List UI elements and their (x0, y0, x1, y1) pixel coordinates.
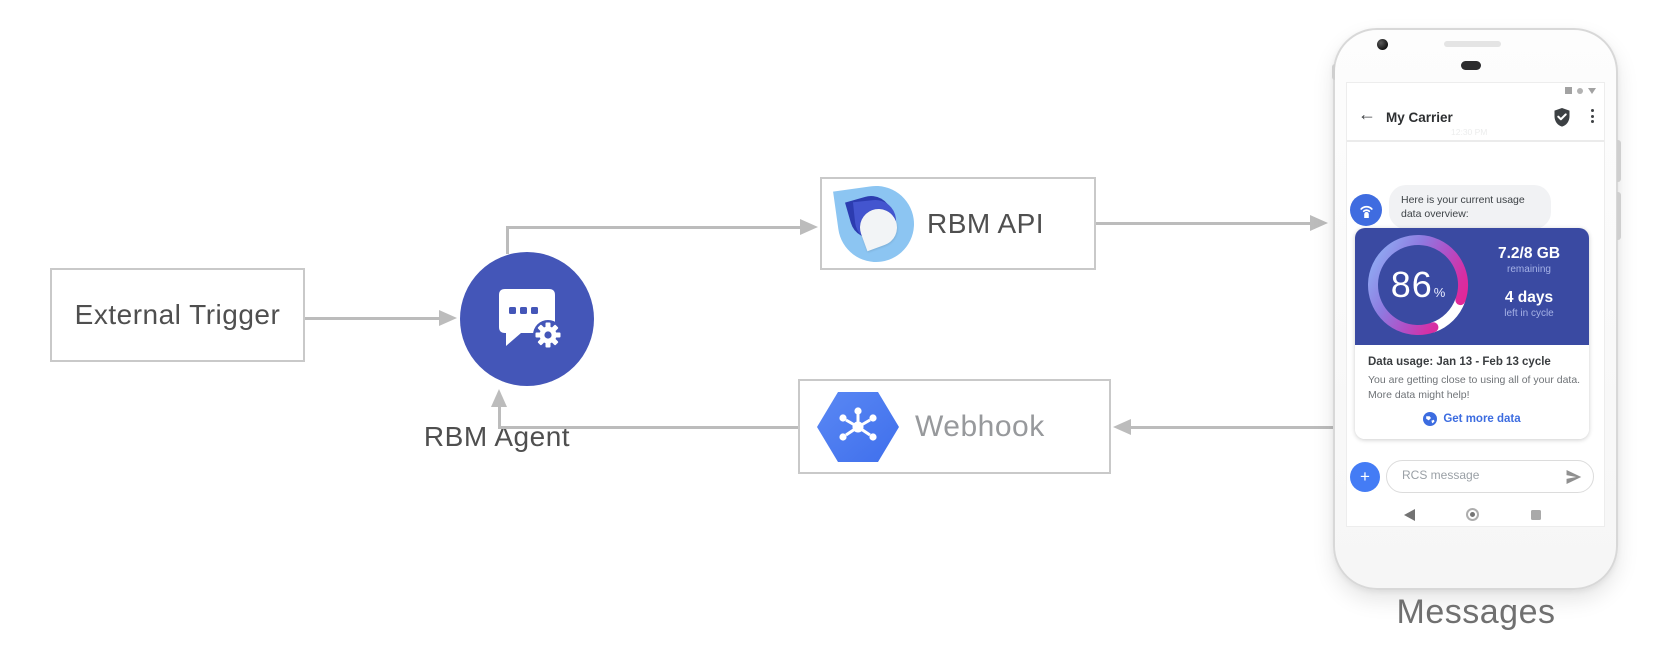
external-trigger-label: External Trigger (74, 299, 281, 330)
get-more-data-action[interactable]: Get more data (1368, 412, 1576, 426)
usage-body-text: You are getting close to using all of yo… (1368, 373, 1581, 403)
phone-power-button (1617, 140, 1621, 182)
edge-phone-to-webhook (1131, 426, 1334, 429)
conversation-title: My Carrier (1386, 110, 1453, 125)
edge-api-to-phone (1096, 222, 1312, 225)
arrowhead-right-icon (800, 219, 818, 235)
gauge-arc (1368, 235, 1468, 335)
arrowhead-left-icon (1113, 419, 1131, 435)
days-label: left in cycle (1504, 308, 1554, 319)
attach-plus-button[interactable]: + (1350, 462, 1380, 492)
send-icon[interactable] (1565, 469, 1582, 485)
earpiece (1461, 61, 1481, 70)
bubble-line: data overview: (1401, 208, 1469, 220)
arrowhead-up-icon (491, 389, 507, 407)
edge-trigger-to-agent (305, 317, 439, 320)
usage-body-line: More data might help! (1368, 389, 1470, 401)
external-trigger-node: External Trigger (50, 268, 305, 362)
webhook-label: Webhook (915, 409, 1045, 443)
status-dot-icon (1577, 87, 1583, 94)
status-triangle-icon (1588, 87, 1596, 94)
nav-home-button[interactable] (1466, 508, 1479, 521)
rbm-drop-logo-icon (833, 180, 919, 267)
globe-icon (1423, 412, 1438, 426)
usage-card-details: Data usage: Jan 13 - Feb 13 cycle You ar… (1355, 345, 1589, 439)
faint-timestamp: 12:30 PM (1451, 127, 1488, 137)
edge-agent-to-api-vertical (506, 226, 509, 254)
cloud-hexagon-hub-icon (817, 391, 899, 462)
days-value: 4 days (1504, 289, 1554, 306)
nav-recents-button[interactable] (1531, 510, 1541, 520)
usage-summary-column: 7.2/8 GB remaining 4 days left in cycle (1473, 245, 1585, 319)
usage-rich-card: 86 % 7.2/8 GB remaining 4 days left in c… (1355, 228, 1589, 439)
remaining-label: remaining (1507, 264, 1551, 275)
gauge-percent-unit: % (1433, 284, 1446, 300)
header-divider (1347, 140, 1604, 142)
gauge-percent-value: 86 (1390, 264, 1433, 305)
usage-gauge-panel: 86 % 7.2/8 GB remaining 4 days left in c… (1355, 228, 1589, 345)
overflow-menu-icon[interactable] (1591, 109, 1594, 123)
usage-body-line: You are getting close to using all of yo… (1368, 374, 1581, 386)
verified-badge-icon (1554, 108, 1570, 127)
get-more-data-label: Get more data (1443, 413, 1521, 425)
speaker-slot (1444, 41, 1501, 47)
agent-message-bubble: Here is your current usage data overview… (1389, 185, 1551, 229)
antenna-wifi-icon (1359, 205, 1373, 218)
nav-back-button[interactable] (1404, 509, 1415, 521)
rbm-api-label: RBM API (927, 207, 1045, 239)
edge-agent-to-api-horizontal (506, 226, 802, 229)
arrowhead-right-icon (1310, 215, 1328, 231)
edge-webhook-to-agent-vertical (498, 407, 501, 429)
status-square-icon (1565, 87, 1572, 94)
rbm-api-node: RBM API (820, 177, 1096, 270)
gauge-percent: 86 % (1363, 230, 1473, 340)
bubble-line: Here is your current usage (1401, 194, 1525, 206)
edge-webhook-to-agent-horizontal (498, 426, 798, 429)
front-camera (1377, 39, 1388, 50)
back-arrow-icon[interactable]: ← (1358, 104, 1376, 124)
rcs-message-input[interactable] (1400, 467, 1554, 483)
rbm-agent-node (460, 252, 594, 386)
compose-bar (1386, 460, 1594, 493)
data-usage-gauge (1368, 235, 1468, 335)
messages-caption: Messages (1396, 593, 1556, 631)
webhook-node: Webhook (798, 379, 1111, 474)
phone-screen: ← My Carrier 12:30 PM Here is your curre… (1346, 82, 1605, 527)
remaining-value: 7.2/8 GB (1497, 245, 1561, 262)
usage-cycle-title: Data usage: Jan 13 - Feb 13 cycle (1368, 356, 1551, 368)
phone-volume-button (1617, 192, 1621, 240)
status-bar (1565, 87, 1596, 94)
agent-avatar (1350, 194, 1382, 226)
chat-bubble-gear-icon (499, 289, 563, 350)
phone-sim-tray (1332, 64, 1335, 80)
arrowhead-right-icon (439, 310, 457, 326)
